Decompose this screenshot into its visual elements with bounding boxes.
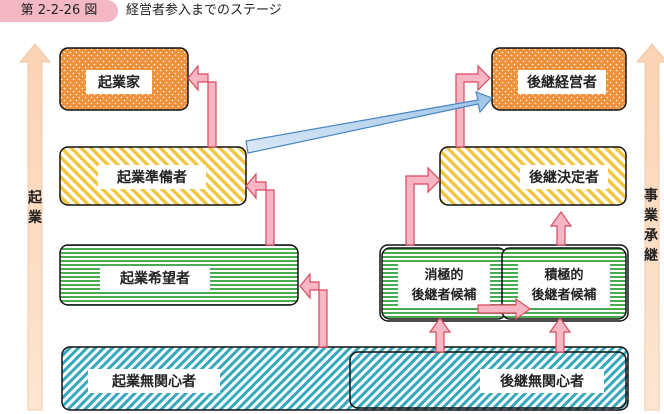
flow-arrow-hopeful-to-prep — [245, 172, 275, 246]
label-uninterested-founder: 起業無関心者 — [111, 373, 196, 390]
box-uninterested-founder — [61, 346, 629, 411]
label-bg-passive-candidate — [398, 262, 490, 306]
label-bg-hopeful-founder — [100, 266, 210, 290]
flow-arrow-passive-to-active — [477, 297, 532, 321]
label-bg-uninterested-founder — [88, 369, 220, 393]
flow-arrow-decided-to-ceo — [455, 64, 491, 148]
label-active-line2: 後継者候補 — [531, 287, 596, 303]
left-side-label-2: 業 — [27, 209, 43, 226]
left-vertical-arrow — [18, 43, 52, 411]
flow-arrow-passive-to-decided — [405, 166, 441, 246]
flow-arrow-uninterested-to-passive — [428, 316, 452, 353]
flow-arrow-uninterested-to-active — [548, 316, 572, 353]
label-prep-founder: 起業準備者 — [116, 169, 187, 186]
right-vertical-arrow — [635, 43, 664, 411]
flow-arrow-prep-to-successor-ceo — [245, 91, 494, 154]
label-hopeful-founder: 起業希望者 — [119, 270, 190, 287]
label-bg-prep-founder — [98, 165, 206, 189]
label-decided-successor: 後継決定者 — [529, 169, 599, 186]
box-uninterested-successor — [349, 351, 627, 409]
label-uninterested-successor: 後継無関心者 — [500, 373, 584, 390]
right-side-label-3: 承 — [644, 228, 658, 244]
label-founder: 起業家 — [97, 74, 141, 91]
label-bg-successor-ceo — [518, 70, 606, 94]
label-successor-ceo: 後継経営者 — [527, 74, 597, 91]
right-side-label-2: 業 — [643, 207, 659, 224]
left-side-label-1: 起 — [27, 189, 43, 206]
label-passive-line1: 消極的 — [424, 267, 463, 283]
right-side-label-4: 継 — [644, 247, 658, 264]
label-passive-line2: 後継者候補 — [411, 287, 476, 303]
box-candidates-group — [379, 244, 629, 322]
flow-arrow-uninterested-to-hopeful — [299, 272, 328, 348]
flow-arrow-prep-to-founder-shape — [187, 64, 217, 148]
label-bg-active-candidate — [518, 262, 610, 306]
label-bg-uninterested-successor — [480, 369, 604, 393]
flow-arrow-active-to-decided — [549, 210, 573, 246]
figure-number: 第 2-2-26 図 — [0, 0, 118, 22]
figure-title: 経営者参入までのステージ — [126, 3, 282, 18]
label-active-line1: 積極的 — [543, 267, 583, 283]
label-bg-decided-successor — [520, 165, 608, 189]
label-bg-founder — [86, 70, 152, 94]
right-side-label-1: 事 — [644, 187, 658, 204]
